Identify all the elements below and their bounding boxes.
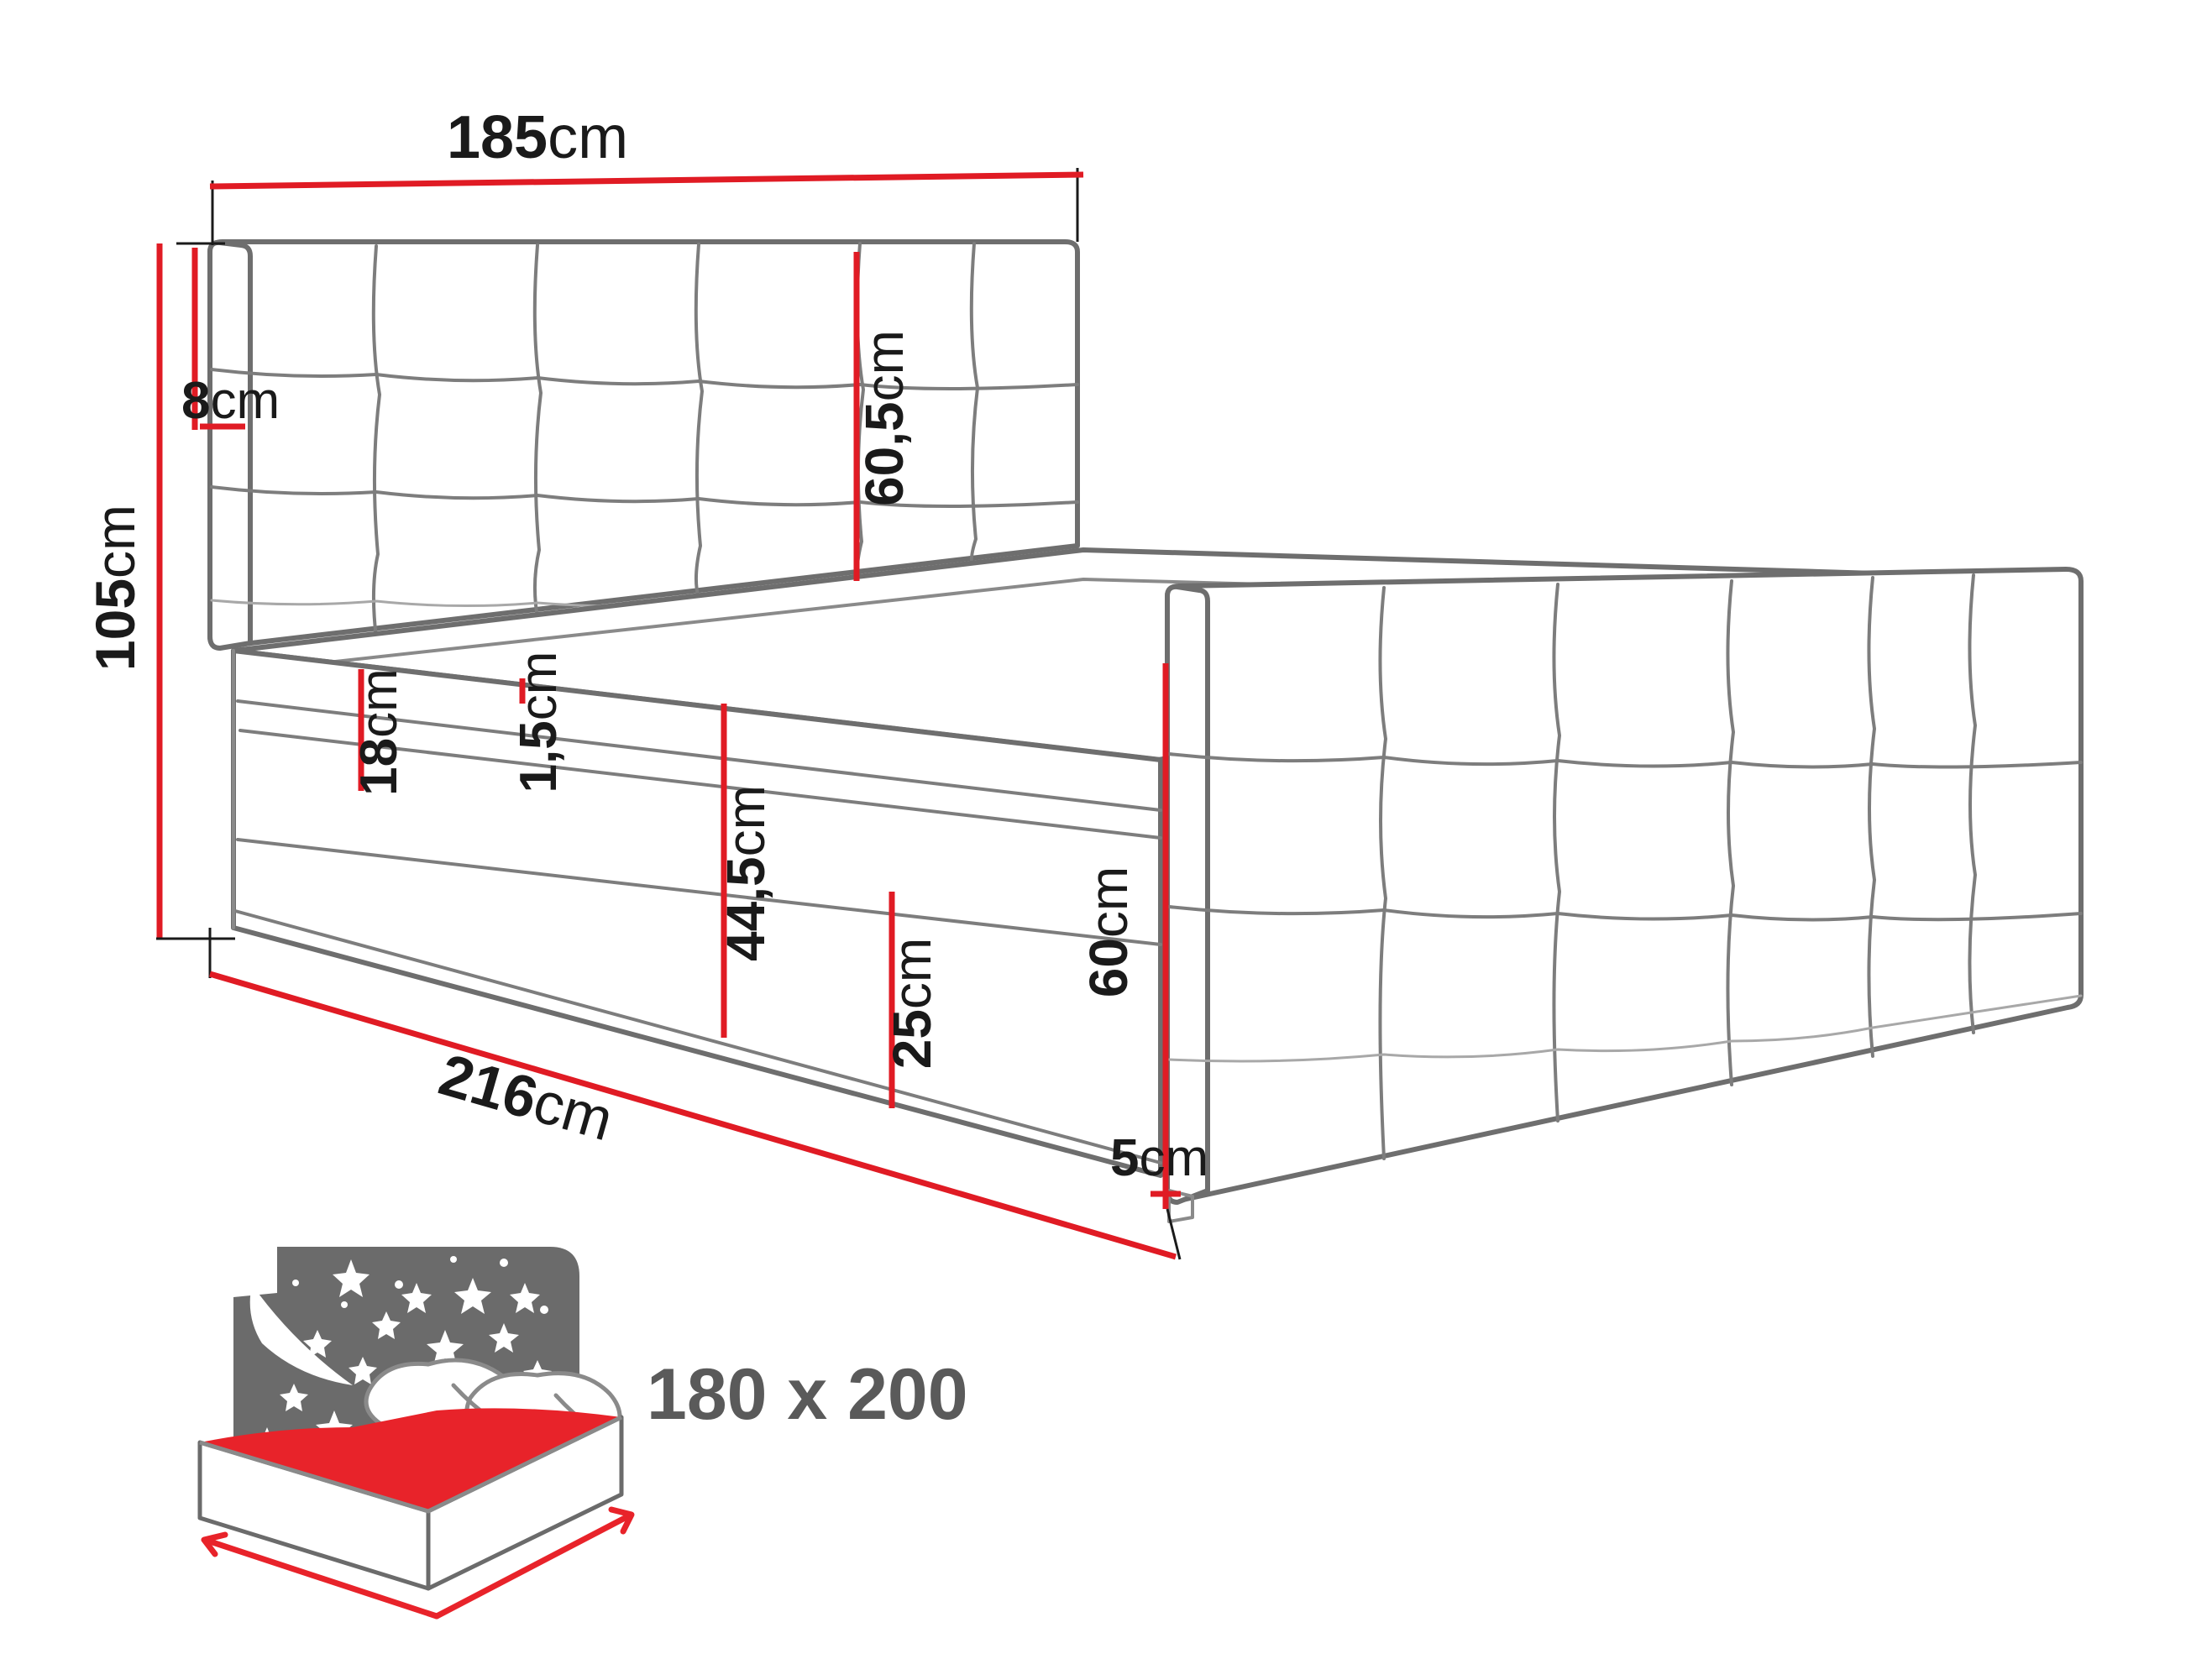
dim-label-8: 8cm (181, 372, 280, 430)
dim-label-105: 105cm (84, 505, 146, 671)
base-bottom-rail (233, 909, 1162, 1164)
mattress-width-arrowhead (608, 1506, 635, 1535)
mattress-width-arrow (433, 1513, 632, 1620)
dim-line-185 (209, 171, 1084, 190)
ext-line-216-right (1166, 1208, 1182, 1260)
mattress-length-arrow (204, 1537, 440, 1620)
dimension-annotations: 185cm 8cm 105cm 60,5cm 18cm (84, 104, 1208, 1260)
dim-label-185: 185cm (447, 104, 628, 171)
base-trim-band-line (236, 699, 1162, 812)
dim-label-60: 60cm (1078, 866, 1139, 998)
base-drawer-divider (236, 838, 1162, 946)
crescent-moon-icon (249, 1285, 353, 1385)
dim-label-60-5: 60,5cm (854, 330, 915, 506)
footboard-panel (1165, 567, 2084, 1204)
dim-label-216: 216cm (432, 1041, 620, 1153)
dim-line-216 (209, 971, 1177, 1260)
mattress-size-icon: 180 x 200 (197, 1247, 968, 1620)
footboard-side-edge (1165, 584, 1210, 1205)
dim-label-5: 5cm (1110, 1129, 1208, 1187)
bed-illustration (207, 239, 2084, 1223)
mattress-top-outline (199, 1415, 623, 1514)
dim-label-25: 25cm (882, 938, 942, 1070)
base-trim-band-line-2 (238, 729, 1162, 840)
headboard-side-edge (207, 239, 253, 651)
dim-label-18: 18cm (350, 668, 408, 796)
dim-label-1-5: 1,5cm (510, 652, 568, 793)
footboard-tufting (1167, 573, 2083, 1160)
mattress-size-label: 180 x 200 (647, 1354, 968, 1435)
mattress-top-icon (200, 1408, 621, 1511)
dim-label-44-5: 44,5cm (715, 785, 776, 961)
mattress-length-arrowhead (201, 1531, 228, 1557)
